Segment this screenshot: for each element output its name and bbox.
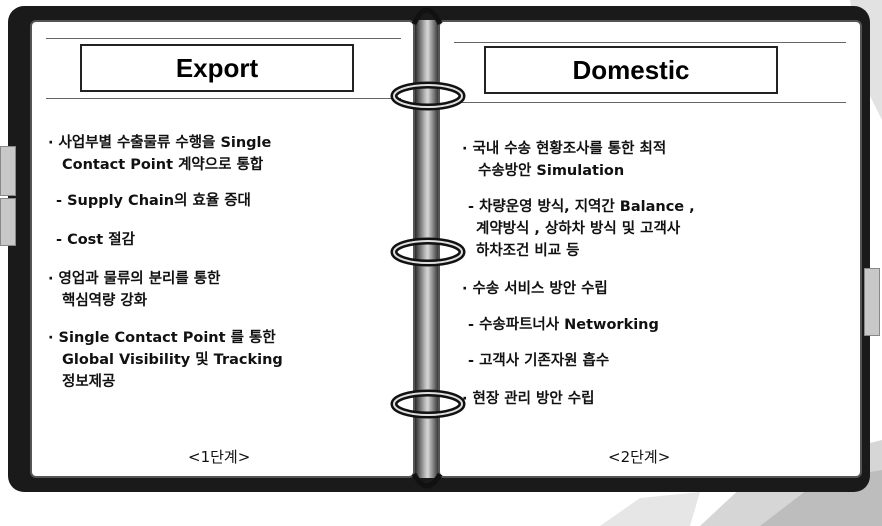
list-item: · Single Contact Point 를 통한 <box>48 330 276 346</box>
list-item: · 국내 수송 현황조사를 통한 최적 <box>462 141 667 157</box>
list-item: 계약방식 , 상하차 방식 및 고객사 <box>476 221 681 237</box>
list-item: 수송방안 Simulation <box>478 163 625 179</box>
binder-hook-icon <box>411 472 443 489</box>
list-item: - Supply Chain의 효율 증대 <box>56 193 251 209</box>
stage-label: <2단계> <box>608 448 671 466</box>
right-tab <box>864 268 880 336</box>
binder-ring-icon <box>390 389 466 419</box>
list-item: - 수송파트너사 Networking <box>468 317 659 333</box>
title-rule <box>46 98 401 99</box>
title-rule <box>454 102 846 103</box>
export-page: Export · 사업부별 수출물류 수행을 Single Contact Po… <box>30 20 415 478</box>
list-item: Contact Point 계약으로 통합 <box>62 157 264 173</box>
binder-ring-icon <box>390 237 466 267</box>
list-item: · 사업부별 수출물류 수행을 Single <box>48 135 272 151</box>
list-item: Global Visibility 및 Tracking <box>62 352 283 368</box>
list-item: - 차량운영 방식, 지역간 Balance , <box>468 199 695 215</box>
title-rule <box>454 42 846 43</box>
binder: Export · 사업부별 수출물류 수행을 Single Contact Po… <box>0 6 880 492</box>
binder-hook-icon <box>411 7 443 26</box>
list-item: - Cost 절감 <box>56 232 135 248</box>
list-item: · 현장 관리 방안 수립 <box>462 391 595 407</box>
page-title: Export <box>80 44 354 92</box>
title-rule <box>46 38 401 39</box>
list-item: 정보제공 <box>62 374 116 390</box>
domestic-page: Domestic · 국내 수송 현황조사를 통한 최적 수송방안 Simula… <box>438 20 862 478</box>
list-item: 하차조건 비교 등 <box>476 243 580 259</box>
list-item: · 수송 서비스 방안 수립 <box>462 281 608 297</box>
left-tab-lower <box>0 198 16 246</box>
list-item: 핵심역량 강화 <box>62 293 148 309</box>
list-item: - 고객사 기존자원 흡수 <box>468 353 610 369</box>
left-tab-upper <box>0 146 16 196</box>
binder-ring-icon <box>390 81 466 111</box>
stage-label: <1단계> <box>188 448 251 466</box>
page-title: Domestic <box>484 46 778 94</box>
list-item: · 영업과 물류의 분리를 통한 <box>48 271 221 287</box>
binder-spine <box>415 20 438 478</box>
